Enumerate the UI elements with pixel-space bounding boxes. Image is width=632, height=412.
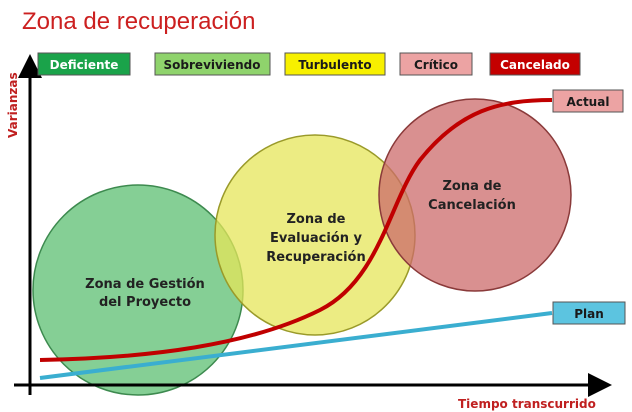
actual-label: Actual [552, 89, 624, 113]
zone-label-evaluation-3: Recuperación [266, 250, 365, 265]
svg-text:Cancelado: Cancelado [500, 58, 570, 72]
actual-curve [39, 98, 553, 362]
zone-label-evaluation-2: Evaluación y [270, 231, 362, 246]
category-critico: Crítico [399, 52, 473, 76]
zone-label-evaluation-1: Zona de [286, 212, 345, 227]
svg-text:Sobreviviendo: Sobreviviendo [164, 58, 261, 72]
svg-text:Turbulento: Turbulento [298, 58, 371, 72]
zone-label-cancellation-2: Cancelación [428, 198, 516, 213]
svg-text:Deficiente: Deficiente [50, 58, 119, 72]
zone-label-cancellation-1: Zona de [442, 179, 501, 194]
category-turbulento: Turbulento [284, 52, 386, 76]
page-title: Zona de recuperación [22, 8, 256, 35]
category-sobreviviendo: Sobreviviendo [154, 52, 271, 76]
category-cancelado: Cancelado [489, 52, 581, 76]
zone-label-management-2: del Proyecto [99, 295, 191, 310]
svg-text:Actual: Actual [567, 95, 610, 109]
zone-circle-cancellation [378, 98, 572, 292]
svg-text:Crítico: Crítico [414, 58, 458, 72]
y-axis-label: Varianzas [6, 72, 20, 138]
zone-label-management-1: Zona de Gestión [85, 277, 205, 292]
x-axis-label: Tiempo transcurrido [458, 397, 596, 411]
plan-line [39, 311, 553, 380]
plan-label: Plan [552, 301, 626, 325]
category-deficiente: Deficiente [37, 52, 131, 76]
svg-text:Plan: Plan [574, 307, 604, 321]
